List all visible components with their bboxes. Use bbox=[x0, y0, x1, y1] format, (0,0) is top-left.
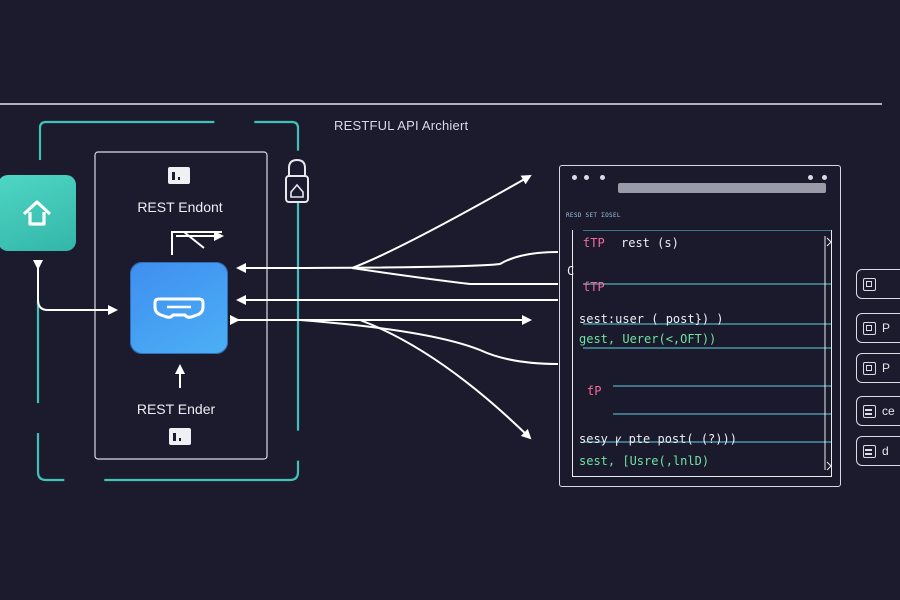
side-button-label: ce bbox=[882, 404, 895, 418]
code-line: C bbox=[567, 264, 575, 278]
endpoint-bottom-label: REST Ender bbox=[136, 401, 216, 417]
side-button-label: P bbox=[882, 361, 891, 375]
code-grid bbox=[583, 230, 831, 471]
api-to-upper-right-arrow bbox=[351, 175, 532, 269]
code-line: ƭTP bbox=[583, 280, 605, 294]
api-from-code-line-2 bbox=[351, 267, 558, 285]
code-line: ƭTP bbox=[583, 236, 605, 250]
code-panel: ƭTP rest (s) C ƭTP sest:user ( post}) ) … bbox=[567, 230, 832, 477]
lock-icon bbox=[285, 158, 309, 203]
api-from-code-line-1 bbox=[236, 251, 559, 273]
code-tab-label: RESD SET ƩOSEL bbox=[566, 212, 621, 219]
side-button-panel[interactable]: P bbox=[856, 353, 900, 383]
diagram-title: RESTFUL API Archiert bbox=[334, 118, 469, 133]
side-button-list[interactable]: ce bbox=[856, 396, 900, 426]
code-line: gest, Uerer(<,OFT)) bbox=[579, 332, 717, 346]
list-icon bbox=[863, 444, 876, 458]
window-dot bbox=[572, 175, 577, 180]
side-button-panel[interactable]: P bbox=[856, 313, 900, 343]
api-to-code-curve bbox=[299, 319, 559, 365]
home-to-api-arrow bbox=[33, 260, 118, 315]
side-button-list[interactable]: d bbox=[856, 436, 900, 466]
api-gateway-tile[interactable] bbox=[130, 262, 228, 354]
panel-icon bbox=[863, 361, 876, 375]
window-dot bbox=[600, 175, 605, 180]
api-to-lower-right-arrow bbox=[359, 319, 532, 440]
grid-icon bbox=[863, 277, 876, 291]
panel-icon bbox=[863, 321, 876, 335]
side-button-label: d bbox=[882, 444, 889, 458]
endpoint-badge-icon bbox=[168, 167, 190, 184]
window-dot bbox=[584, 175, 589, 180]
code-line: sesy ꝩ pte post( (?))) bbox=[579, 432, 737, 446]
list-icon bbox=[863, 404, 876, 418]
side-button-label: P bbox=[882, 321, 891, 335]
endpoint-return-arrow bbox=[171, 231, 222, 255]
window-dot bbox=[822, 175, 827, 180]
code-line: sest, [Usre(,lnlD) bbox=[579, 454, 710, 468]
side-button-grid[interactable] bbox=[856, 269, 900, 299]
code-line: rest (s) bbox=[621, 236, 679, 250]
code-window: RESD SET ƩOSEL ƭTP rest (s) C ƭTP sest:u… bbox=[559, 165, 841, 487]
url-bar[interactable] bbox=[618, 183, 826, 193]
endpoint-footer-badge-icon bbox=[169, 428, 191, 445]
code-line: ƭP bbox=[587, 384, 602, 398]
endpoint-top-label: REST Endont bbox=[137, 199, 223, 215]
home-tile[interactable] bbox=[0, 175, 76, 251]
home-icon bbox=[22, 200, 52, 226]
window-dot bbox=[808, 175, 813, 180]
gateway-icon bbox=[153, 297, 205, 319]
code-line: sest:user ( post}) ) bbox=[579, 312, 724, 326]
